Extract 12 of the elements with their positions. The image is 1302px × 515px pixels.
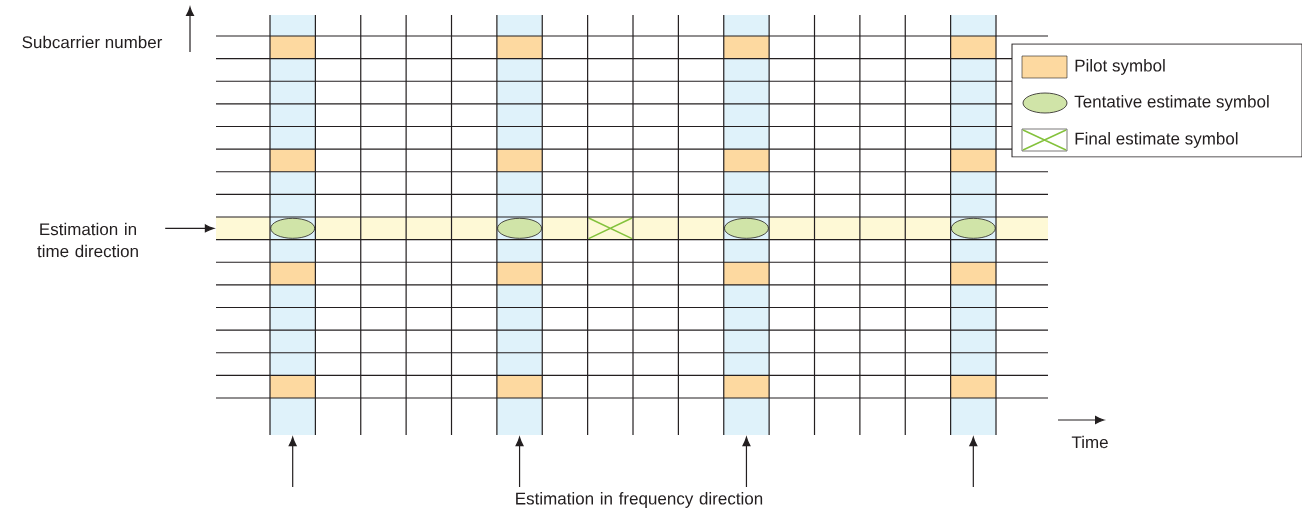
arrow — [515, 436, 524, 488]
arrow — [969, 436, 978, 488]
axis-label: Time — [1071, 435, 1108, 449]
arrow — [164, 224, 215, 233]
arrow — [742, 436, 751, 488]
legend-label: Tentative estimate symbol — [1074, 95, 1269, 111]
axis-label: Subcarrier number — [22, 35, 163, 49]
legend-label: Final estimate symbol — [1075, 132, 1238, 148]
arrow — [288, 436, 297, 488]
legend-label: Pilot symbol — [1075, 59, 1165, 75]
annotation-text: Estimation in time direction — [37, 222, 138, 258]
annotation-text: Estimation in frequency direction — [516, 492, 763, 508]
